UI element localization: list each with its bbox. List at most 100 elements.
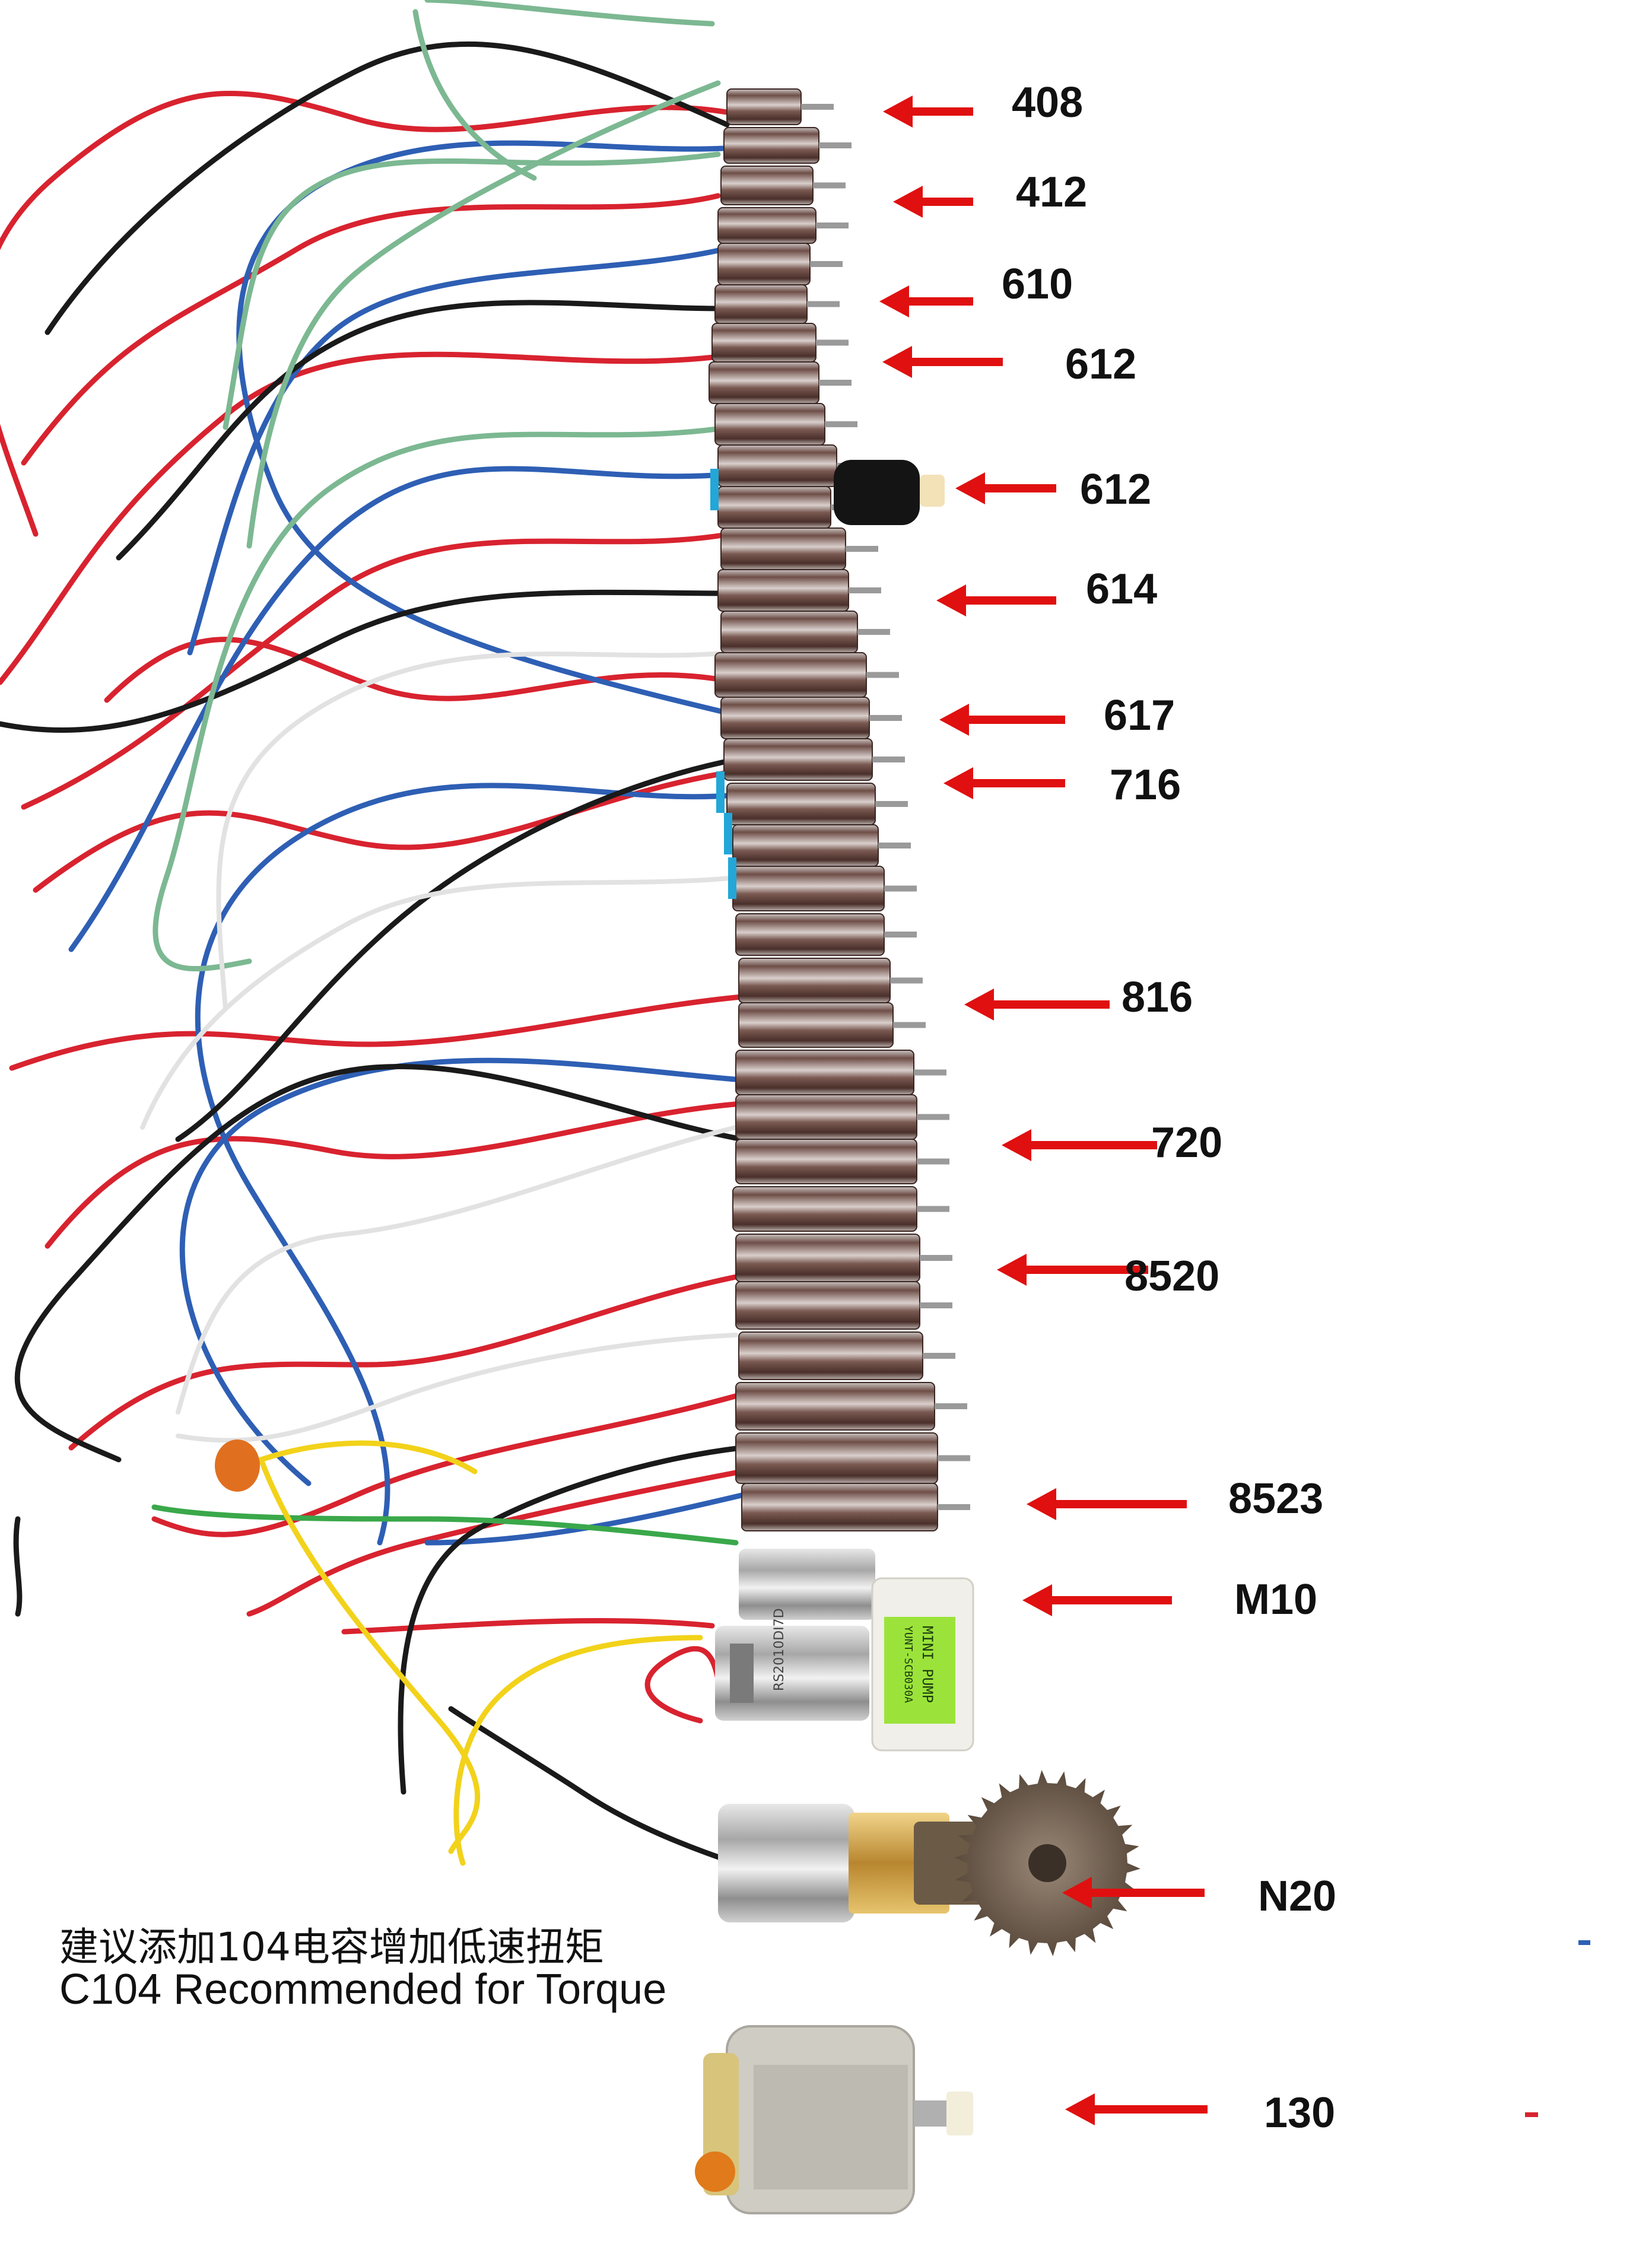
coreless-motor <box>735 1281 920 1330</box>
blue-ring <box>710 469 719 510</box>
coreless-motor <box>732 1186 917 1232</box>
motor-shaft <box>914 1069 946 1076</box>
motor-shaft <box>917 1114 949 1120</box>
speck <box>1578 1940 1590 1945</box>
coreless-motor <box>720 166 814 205</box>
coreless-motor <box>738 1002 894 1048</box>
coreless-motor <box>711 323 817 363</box>
motor-shaft <box>819 380 852 386</box>
coreless-motor <box>720 527 846 570</box>
motor-shaft <box>846 546 878 552</box>
motor-shaft <box>816 339 849 346</box>
motor-shaft <box>872 757 905 762</box>
arrow-icon <box>955 472 1056 504</box>
label-617: 617 <box>1104 692 1176 739</box>
coreless-motor <box>735 1094 917 1140</box>
coreless-motor <box>738 1331 923 1380</box>
label-612: 612 <box>1065 341 1137 388</box>
coreless-motor <box>714 652 867 698</box>
coreless-motor <box>735 1050 914 1095</box>
arrow-icon <box>1022 1584 1172 1616</box>
coreless-motor <box>726 88 802 125</box>
capacitor-note-chinese: 建议添加104电容增加低速扭矩 <box>59 1924 604 1970</box>
coreless-motor <box>717 243 811 285</box>
motor-shaft <box>849 587 881 593</box>
arrow-icon <box>939 704 1065 736</box>
label-n20: N20 <box>1258 1873 1337 1920</box>
motor-shaft <box>920 1302 952 1308</box>
motor-shaft <box>920 1255 952 1261</box>
motor-shaft <box>893 1022 926 1028</box>
motor-shaft <box>866 672 899 678</box>
coreless-motor <box>720 611 858 653</box>
label-610: 610 <box>1002 260 1073 308</box>
pump-label-text: MINI PUMP <box>919 1626 936 1703</box>
coreless-motor <box>723 738 873 781</box>
blue-ring <box>724 813 732 854</box>
capacitor-note-english: C104 Recommended for Torque <box>59 1966 667 2013</box>
coreless-motor <box>717 444 837 487</box>
label-716: 716 <box>1110 761 1181 809</box>
motor-shaft <box>884 932 917 937</box>
arrow-icon <box>1002 1129 1157 1161</box>
motor-shaft <box>938 1455 970 1461</box>
wire-bundle <box>0 0 745 1866</box>
coreless-motor <box>709 361 819 404</box>
arrow-icon <box>964 989 1110 1021</box>
arrow-icon <box>997 1254 1148 1286</box>
coreless-motor <box>717 486 831 529</box>
coreless-motor <box>723 127 819 164</box>
coreless-motor <box>714 403 825 446</box>
motor-shaft <box>801 104 834 110</box>
arrow-icon <box>879 285 973 317</box>
n20-gear-motor <box>718 1770 1140 1956</box>
arrow-icon <box>1065 2093 1208 2125</box>
motor-shaft <box>819 142 852 148</box>
svg-text:YUNT-SCB030A: YUNT-SCB030A <box>902 1626 914 1703</box>
arrow-icon <box>882 346 1003 378</box>
arrow-icon <box>936 584 1056 616</box>
motor-shaft <box>810 261 843 267</box>
label-m10: M10 <box>1234 1576 1318 1623</box>
m10-motors: RS2010DI7D MINI PUMP YUNT-SCB030A <box>715 1549 974 1752</box>
coreless-motor <box>732 866 885 911</box>
blue-ring <box>728 857 736 899</box>
coreless-motor <box>720 697 870 739</box>
motor-shaft <box>917 1158 949 1165</box>
label-412: 412 <box>1016 169 1088 216</box>
arrow-icon <box>943 767 1065 799</box>
coreless-motor <box>717 207 817 244</box>
coreless-motor <box>714 284 808 324</box>
motor-shaft <box>869 715 902 721</box>
label-8520: 8520 <box>1124 1253 1220 1300</box>
blue-ring <box>716 771 725 813</box>
label-816: 816 <box>1122 974 1193 1021</box>
coreless-motor-stack <box>709 88 970 1531</box>
coreless-motor <box>735 1432 938 1484</box>
coreless-motor <box>732 824 879 867</box>
coreless-motor <box>726 783 876 825</box>
coreless-motor <box>735 1234 920 1282</box>
motor-shaft <box>816 223 849 228</box>
coreless-motor <box>735 1382 935 1431</box>
motor-shaft <box>890 977 923 984</box>
black-pinion-motor <box>834 460 945 525</box>
label-8523: 8523 <box>1228 1475 1324 1523</box>
motor-shaft <box>813 182 846 189</box>
coreless-motor <box>738 958 891 1003</box>
gear-motor-code: RS2010DI7D <box>772 1608 787 1691</box>
coreless-motor <box>735 1139 917 1184</box>
motor-shaft <box>825 421 857 427</box>
motor-shaft <box>935 1403 967 1409</box>
motor-shaft <box>884 885 917 892</box>
motor-shaft <box>917 1206 949 1212</box>
arrow-icon <box>1062 1877 1205 1909</box>
arrow-icon <box>883 96 973 128</box>
motor-shaft <box>857 629 890 635</box>
motor-130 <box>695 2025 973 2214</box>
motor-shaft <box>875 801 908 807</box>
label-720: 720 <box>1151 1119 1223 1167</box>
arrow-icon <box>893 186 973 218</box>
motor-shaft <box>878 843 911 848</box>
